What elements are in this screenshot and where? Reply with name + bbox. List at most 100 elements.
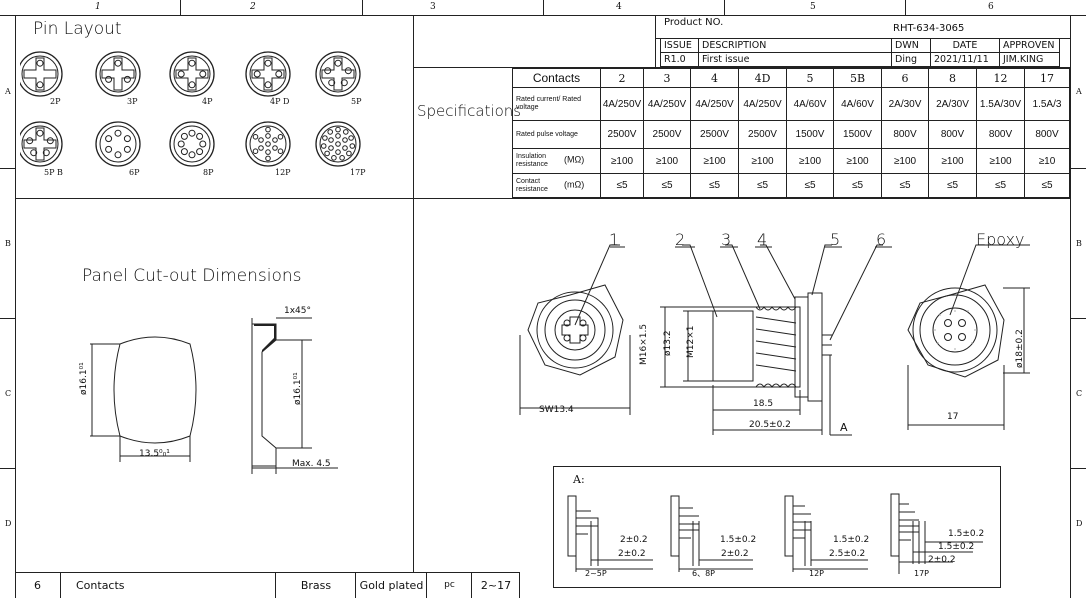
dwn-value: Ding [891, 52, 931, 67]
contacts-cell: 17 [1024, 68, 1070, 88]
row-label-c: C [5, 389, 12, 398]
bom-part-name: Contacts [60, 572, 275, 598]
spec-cell: ≥100 [690, 148, 739, 174]
specifications-table: Contacts 2 3 4 4D 5 5B 6 8 12 17 Rated c… [512, 68, 1070, 198]
row-label-a-right: A [1076, 87, 1082, 96]
cutout-diameter-right: ø16.1⁰¹ [293, 372, 303, 405]
pin-diagram-8p [169, 121, 215, 167]
detail-view-label: 6、8P [692, 569, 716, 578]
spec-cell: ≥100 [786, 148, 834, 174]
spec-cell: ≥100 [738, 148, 787, 174]
detail-dim: 2±0.2 [928, 555, 956, 565]
spec-cell: ≤5 [690, 173, 739, 198]
spec-cell: 4A/60V [833, 87, 882, 121]
bom-quantity: 2~17 [471, 572, 520, 598]
spec-row-rated: Rated current/ Rated voltage 4A/250V 4A/… [512, 87, 1070, 121]
panel-cutout-drawing [90, 317, 338, 474]
spec-cell: ≤5 [928, 173, 977, 198]
spec-row-pulse: Rated pulse voltage 2500V 2500V 2500V 25… [512, 120, 1070, 149]
contacts-cell: 5B [833, 68, 882, 88]
chamfer-dim: 1x45° [284, 306, 312, 316]
spec-cell: 4A/250V [690, 87, 739, 121]
pin-diagram-2p [20, 51, 63, 97]
product-no-value: RHT-634-3065 [893, 23, 965, 34]
col-label-3: 3 [430, 2, 436, 12]
length-18-5: 18.5 [753, 399, 774, 409]
pin-diagram-4p [169, 51, 215, 97]
spec-row-label: Rated pulse voltage [512, 120, 601, 149]
detail-a-marker: A [840, 421, 848, 434]
detail-dim: 1.5±0.2 [833, 535, 870, 545]
contacts-cell: 2 [600, 68, 644, 88]
date-header: DATE [930, 38, 1000, 53]
pin-label-4p-d: 4P D [270, 97, 290, 106]
cutout-diameter-left: ø16.1⁰¹ [79, 362, 89, 395]
detail-dim: 1.5±0.2 [948, 529, 985, 539]
spec-cell: 2A/30V [928, 87, 977, 121]
spec-cell: 2500V [600, 120, 644, 149]
contacts-cell: 12 [976, 68, 1025, 88]
spec-cell: ≥100 [833, 148, 882, 174]
detail-dim: 2±0.2 [618, 549, 646, 559]
row-label-d: D [5, 519, 12, 528]
spec-cell: ≤5 [1024, 173, 1070, 198]
row-label-a: A [5, 87, 11, 96]
pin-label-5p-b: 5P B [44, 168, 63, 177]
spec-cell: 4A/250V [600, 87, 644, 121]
row-label-b-right: B [1076, 239, 1082, 248]
d132-dim: ø13.2 [663, 330, 673, 356]
col-label-6: 6 [988, 2, 994, 12]
panel-cutout-title: Panel Cut-out Dimensions [82, 266, 302, 286]
spec-row-label-cell: Contact resistance(mΩ) [512, 173, 601, 198]
bom-item-no: 6 [34, 578, 41, 592]
pin-label-17p: 17P [350, 168, 366, 177]
pin-diagram-6p [95, 121, 141, 167]
approven-value: JIM.KING [999, 52, 1060, 67]
revision-table: ISSUE DESCRIPTION DWN DATE APPROVEN R1.0… [660, 38, 1060, 67]
sw-dim: SW13.4 [539, 405, 574, 415]
pin-diagram-5p [315, 51, 361, 97]
spec-cell: 2500V [738, 120, 787, 149]
detail-a-title: A: [573, 473, 585, 486]
epoxy-label: Epoxy [976, 230, 1025, 249]
bom-unit: pc [426, 572, 472, 598]
detail-view-label: 12P [809, 569, 825, 578]
spec-row-unit: (MΩ) [564, 155, 585, 166]
pin-diagram-17p [315, 121, 361, 167]
bom-material: Brass [275, 572, 356, 598]
pin-label-2p: 2P [50, 97, 61, 106]
spec-row-insulation: Insulation resistance(MΩ) ≥100 ≥100 ≥100… [512, 148, 1070, 174]
pin-diagrams [20, 51, 361, 167]
spec-cell: 4A/60V [786, 87, 834, 121]
spec-cell: 800V [928, 120, 977, 149]
bom-finish: Gold plated [355, 572, 427, 598]
pin-label-6p: 6P [129, 168, 140, 177]
product-no-label: Product NO. [664, 17, 724, 28]
connector-views [519, 244, 1030, 436]
spec-cell: ≤5 [786, 173, 834, 198]
spec-row-unit: (mΩ) [564, 179, 585, 190]
pin-diagram-12p [245, 121, 291, 167]
d18-dim: ø18±0.2 [1015, 329, 1025, 368]
row-label-d-right: D [1076, 519, 1083, 528]
contacts-cell: 6 [881, 68, 929, 88]
issue-value: R1.0 [660, 52, 699, 67]
detail-view-label: 2~5P [585, 569, 607, 578]
pin-label-4p: 4P [202, 97, 213, 106]
pin-label-3p: 3P [127, 97, 138, 106]
spec-cell: 800V [881, 120, 929, 149]
spec-cell: ≤5 [738, 173, 787, 198]
spec-cell: 1.5A/30V [976, 87, 1025, 121]
spec-cell: 800V [1024, 120, 1070, 149]
dwn-header: DWN [891, 38, 931, 53]
pin-diagram-4p-d [245, 51, 291, 97]
row-label-c-right: C [1076, 389, 1083, 398]
description-value: First issue [698, 52, 892, 67]
max-thickness-dim: Max. 4.5 [292, 459, 331, 469]
callout-3: 3 [721, 230, 732, 249]
spec-cell: 2500V [643, 120, 691, 149]
pin-label-5p: 5P [351, 97, 362, 106]
specifications-label: Specifications [417, 102, 522, 120]
detail-dim: 2±0.2 [620, 535, 648, 545]
